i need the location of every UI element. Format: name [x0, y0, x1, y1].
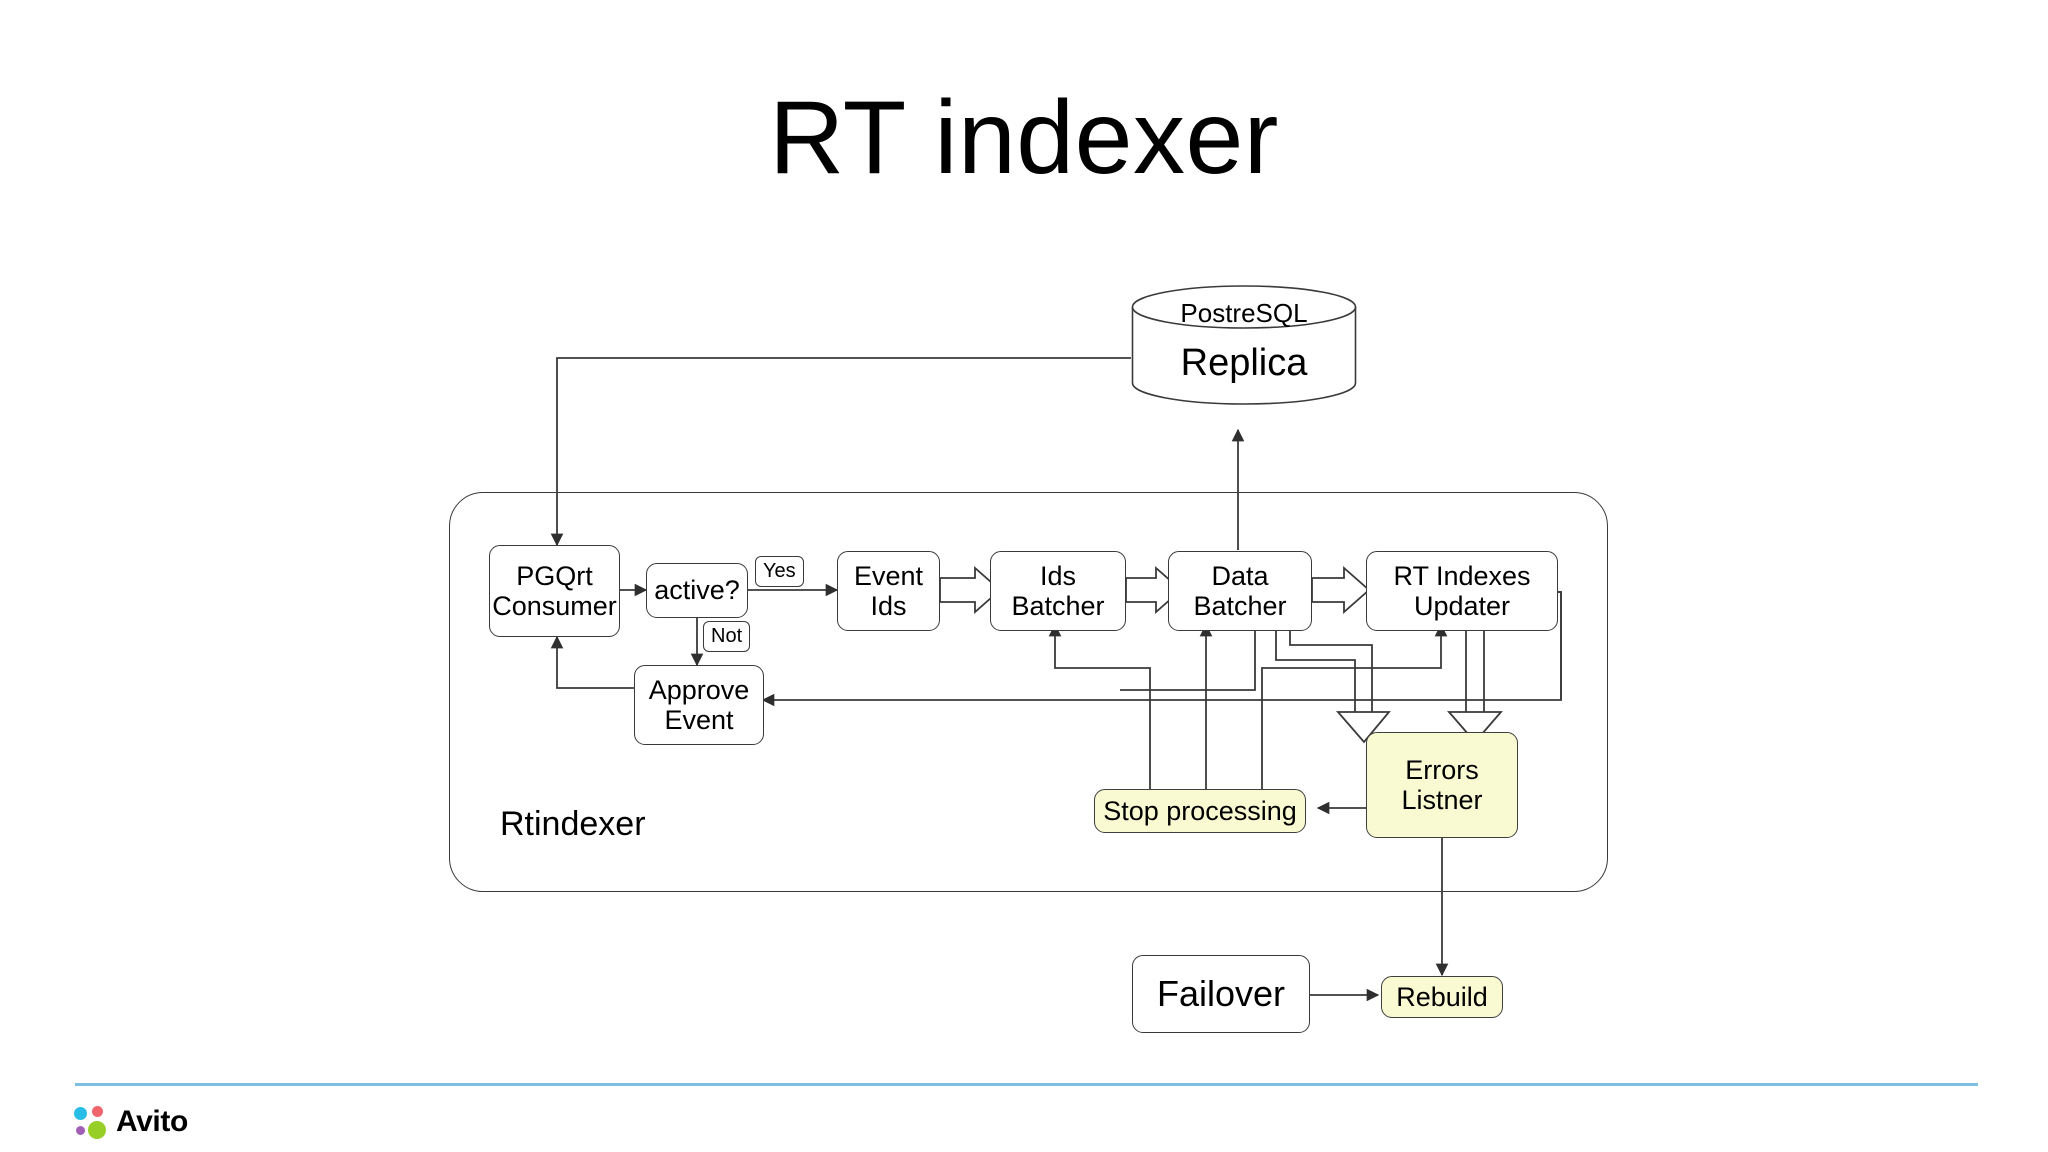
database-postgresql-replica[interactable]: PostreSQL Replica [1131, 285, 1357, 405]
database-body-label: Replica [1180, 342, 1308, 384]
cylinder-shape [1131, 285, 1357, 405]
node-stop-processing-label: Stop processing [1103, 795, 1297, 826]
node-rebuild[interactable]: Rebuild [1381, 976, 1503, 1018]
avito-dot-bottom-right [88, 1120, 106, 1139]
node-failover[interactable]: Failover [1132, 955, 1310, 1033]
node-failover-label: Failover [1156, 972, 1286, 1014]
avito-logo: Avito [74, 1104, 188, 1140]
avito-dots-icon [74, 1105, 107, 1139]
page-title: RT indexer [769, 80, 1279, 196]
avito-dot-bottom-left [76, 1125, 85, 1135]
group-rtindexer-label: Rtindexer [500, 805, 646, 843]
node-stop-processing[interactable]: Stop processing [1094, 789, 1306, 833]
node-rebuild-label: Rebuild [1396, 981, 1488, 1012]
node-active-decision-label: active? [654, 575, 740, 606]
avito-wordmark: Avito [116, 1105, 188, 1138]
database-top-label: PostreSQL [1180, 298, 1308, 328]
edge-label-not: Not [703, 621, 751, 652]
footer-divider [75, 1083, 1978, 1086]
avito-dot-top-right [92, 1105, 103, 1117]
node-active-decision[interactable]: active? [646, 563, 748, 618]
avito-dot-top-left [74, 1106, 87, 1120]
edge-label-yes: Yes [755, 556, 804, 587]
